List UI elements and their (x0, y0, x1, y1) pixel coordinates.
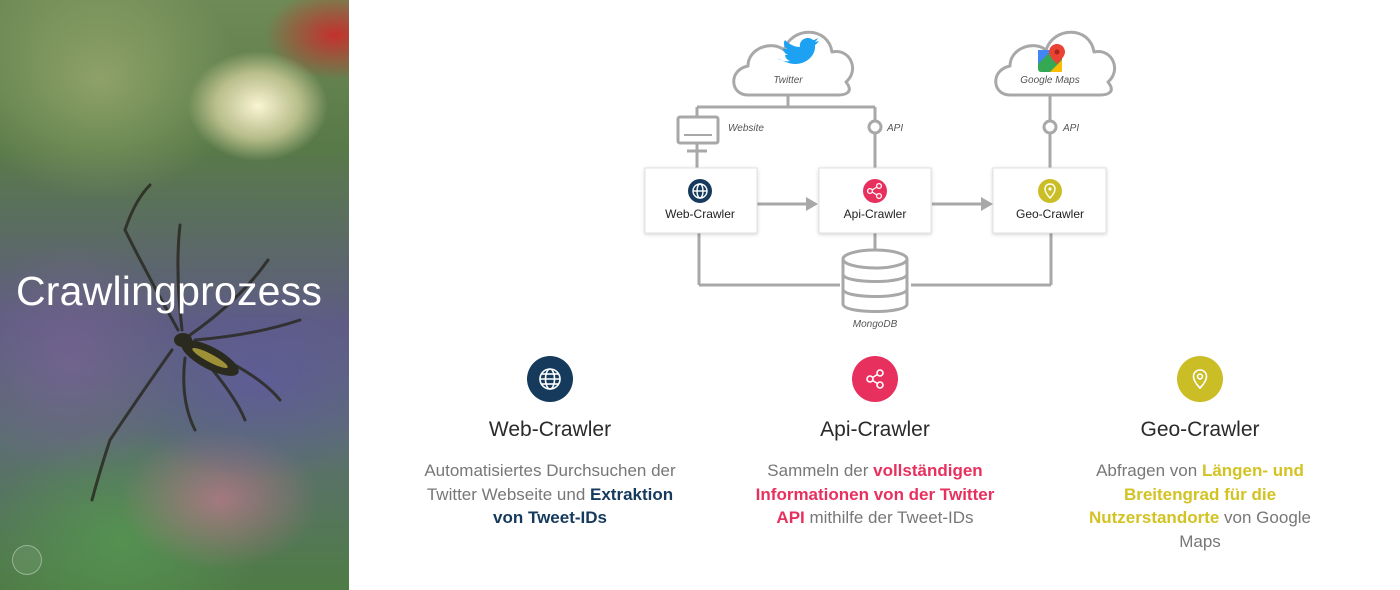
arrow-api-to-geo (981, 197, 993, 211)
web-crawler-node-label: Web-Crawler (665, 207, 735, 221)
feature-web-crawler: Web-Crawler Automatisiertes Durchsuchen … (420, 356, 680, 530)
api-crawler-node-label: Api-Crawler (844, 207, 907, 221)
arrow-web-to-api (806, 197, 818, 211)
api-connector-twitter (867, 119, 883, 135)
globe-icon (527, 356, 573, 402)
location-pin-icon-glyph (1044, 183, 1056, 199)
geo-crawler-node: Geo-Crawler (992, 167, 1107, 234)
share-icon (863, 179, 887, 203)
google-maps-icon (1038, 44, 1065, 72)
google-maps-label: Google Maps (1020, 75, 1079, 86)
geo-crawler-node-label: Geo-Crawler (1016, 207, 1084, 221)
api-crawler-node: Api-Crawler (818, 167, 932, 234)
api-label-maps: API (1062, 123, 1079, 134)
slide-title: Crawlingprozess (16, 268, 323, 314)
api-label-twitter: API (886, 123, 903, 134)
feature-highlight: Extraktion von Tweet-IDs (493, 484, 674, 528)
spider-photo (90, 183, 302, 502)
database-label: MongoDB (853, 319, 898, 330)
feature-api-crawler: Api-Crawler Sammeln der vollständigen In… (745, 356, 1005, 530)
website-label: Website (728, 123, 764, 134)
feature-description: Automatisiertes Durchsuchen der Twitter … (424, 461, 676, 528)
flow-arrows (806, 197, 993, 211)
api-connector-maps (1042, 119, 1058, 135)
globe-icon-glyph (692, 183, 708, 199)
share-icon (852, 356, 898, 402)
twitter-bird-icon (777, 38, 819, 64)
feature-title: Api-Crawler (820, 418, 930, 441)
feature-description: Sammeln der vollständigen Informationen … (755, 461, 995, 527)
feature-geo-crawler: Geo-Crawler Abfragen von Längen- und Bre… (1070, 356, 1330, 553)
monitor-icon (676, 115, 720, 153)
feature-title: Web-Crawler (488, 418, 612, 441)
connection-lines (695, 95, 1053, 287)
location-pin-icon (1038, 179, 1062, 203)
feature-highlight: vollständigen Informationen von der Twit… (755, 461, 995, 527)
location-pin-icon (1177, 356, 1223, 402)
share-icon-glyph (866, 182, 883, 200)
feature-highlight: Längen- und Breitengrad für die Nutzerst… (1088, 461, 1304, 527)
slide-nav-button[interactable] (12, 545, 42, 575)
twitter-label: Twitter (773, 75, 803, 86)
database-icon (841, 248, 909, 313)
web-crawler-node: Web-Crawler (644, 167, 758, 234)
title-panel: Crawlingprozess (0, 0, 349, 590)
feature-title: Geo-Crawler (1140, 418, 1260, 441)
feature-description: Abfragen von Längen- und Breitengrad für… (1088, 461, 1312, 551)
